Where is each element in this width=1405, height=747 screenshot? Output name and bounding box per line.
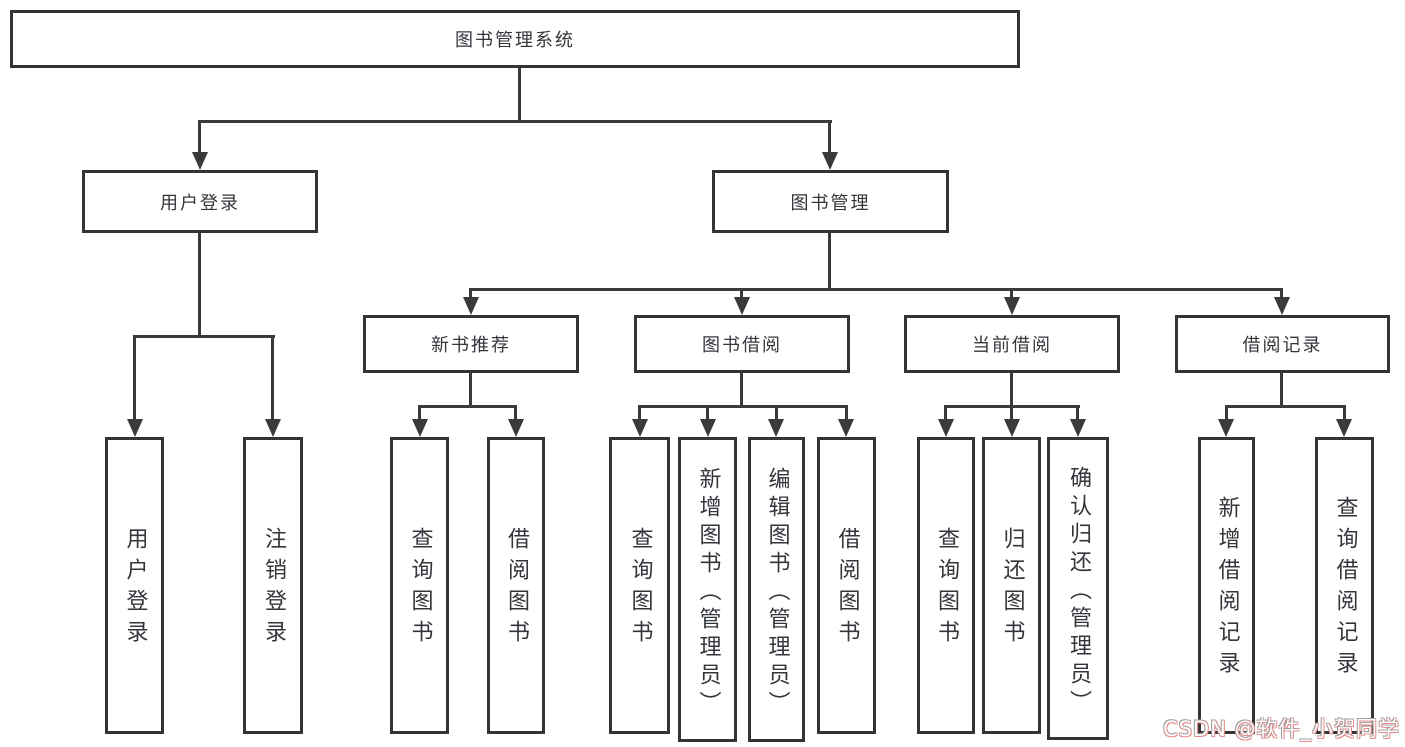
arrow-down-icon — [1004, 419, 1020, 437]
connector-line — [828, 120, 831, 154]
connector-line — [775, 405, 778, 421]
arrow-down-icon — [265, 419, 281, 437]
csdn-watermark: CSDN @软件_小贺同学 — [1162, 717, 1400, 741]
connector-line — [828, 230, 831, 290]
node-new-book-recommend: 新书推荐 — [363, 315, 579, 373]
arrow-down-icon — [700, 419, 716, 437]
arrow-down-icon — [838, 419, 854, 437]
node-leaf-user-login: 用户登录 — [105, 437, 164, 734]
arrow-down-icon — [822, 152, 838, 170]
arrow-down-icon — [1004, 297, 1020, 315]
connector-line — [1343, 405, 1346, 421]
arrow-down-icon — [734, 297, 750, 315]
connector-line — [469, 371, 472, 407]
arrow-down-icon — [1336, 419, 1352, 437]
connector-line — [198, 120, 832, 123]
connector-line — [1280, 288, 1283, 301]
connector-line — [638, 405, 848, 408]
node-leaf-return-book: 归还图书 — [982, 437, 1041, 734]
connector-line — [1225, 405, 1346, 408]
connector-line — [514, 405, 517, 421]
connector-line — [469, 288, 1283, 291]
connector-line — [518, 66, 521, 122]
arrow-down-icon — [412, 419, 428, 437]
connector-line — [469, 288, 472, 301]
connector-line — [1076, 405, 1079, 421]
node-book-management: 图书管理 — [712, 170, 949, 233]
node-leaf-query-borrow-record: 查询借阅记录 — [1315, 437, 1374, 734]
connector-line — [1010, 405, 1013, 421]
node-leaf-query-books-3: 查询图书 — [917, 437, 975, 734]
connector-line — [133, 335, 136, 421]
node-leaf-add-book-admin: 新增图书（管理员） — [678, 437, 737, 742]
connector-line — [418, 405, 421, 421]
node-leaf-logout: 注销登录 — [243, 437, 303, 734]
connector-line — [418, 405, 517, 408]
connector-line — [1010, 371, 1013, 407]
arrow-down-icon — [127, 419, 143, 437]
connector-line — [133, 335, 275, 338]
connector-line — [740, 371, 743, 407]
connector-line — [1010, 288, 1013, 301]
node-leaf-query-books-2: 查询图书 — [609, 437, 670, 734]
connector-line — [845, 405, 848, 421]
connector-line — [706, 405, 709, 421]
node-leaf-confirm-return-admin: 确认归还（管理员） — [1047, 437, 1109, 740]
arrow-down-icon — [938, 419, 954, 437]
connector-line — [198, 230, 201, 337]
node-leaf-borrow-books-2: 借阅图书 — [817, 437, 876, 734]
node-library-system: 图书管理系统 — [10, 10, 1020, 68]
arrow-down-icon — [192, 152, 208, 170]
node-book-borrow: 图书借阅 — [634, 315, 850, 373]
connector-line — [198, 120, 201, 154]
connector-line — [944, 405, 947, 421]
node-leaf-edit-book-admin: 编辑图书（管理员） — [748, 437, 805, 742]
connector-line — [1280, 371, 1283, 407]
arrow-down-icon — [768, 419, 784, 437]
node-leaf-query-books-1: 查询图书 — [390, 437, 449, 734]
node-borrow-records: 借阅记录 — [1175, 315, 1390, 373]
arrow-down-icon — [1070, 419, 1086, 437]
connector-line — [740, 288, 743, 301]
node-leaf-add-borrow-record: 新增借阅记录 — [1198, 437, 1255, 734]
connector-line — [1225, 405, 1228, 421]
arrow-down-icon — [463, 297, 479, 315]
arrow-down-icon — [1274, 297, 1290, 315]
arrow-down-icon — [508, 419, 524, 437]
node-leaf-borrow-books-1: 借阅图书 — [487, 437, 545, 734]
connector-line — [638, 405, 641, 421]
node-user-login: 用户登录 — [82, 170, 318, 233]
connector-line — [271, 335, 274, 421]
node-current-borrow: 当前借阅 — [904, 315, 1120, 373]
arrow-down-icon — [1218, 419, 1234, 437]
arrow-down-icon — [632, 419, 648, 437]
